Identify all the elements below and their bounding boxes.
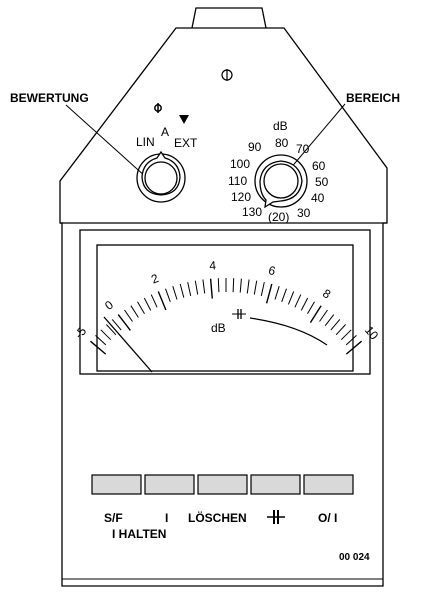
button-label-power: O/ I xyxy=(318,511,337,525)
weighting-a-label: A xyxy=(161,125,169,139)
range-value-110: 110 xyxy=(228,174,247,188)
meter-tick xyxy=(194,280,199,295)
range-knob[interactable] xyxy=(254,154,308,209)
callout-bereich: BEREICH xyxy=(346,91,400,105)
meter-ticks xyxy=(89,278,363,355)
meter-tick xyxy=(157,291,167,311)
meter-tick xyxy=(89,340,107,355)
meter-tick xyxy=(307,301,315,315)
meter-tick xyxy=(281,288,287,302)
meter-tick xyxy=(246,279,250,294)
meter-tick xyxy=(319,309,328,322)
button-power[interactable] xyxy=(303,474,354,495)
phi-marker-icon xyxy=(154,103,162,113)
weighting-knob[interactable] xyxy=(136,150,186,203)
range-value-100: 100 xyxy=(230,157,250,171)
meter-tick xyxy=(274,286,280,300)
meter-needle xyxy=(103,316,153,373)
meter-unit-label: dB xyxy=(211,321,226,335)
button-label-loeschen: LÖSCHEN xyxy=(188,510,247,525)
button-label-i: I xyxy=(165,511,168,525)
meter-tick xyxy=(202,279,206,294)
meter-tick xyxy=(117,314,131,331)
meter-tick xyxy=(179,283,185,298)
meter-tick xyxy=(187,282,192,297)
callout-bewertung-leader xyxy=(65,104,147,178)
range-value-90: 90 xyxy=(248,140,262,154)
meter-tick xyxy=(265,283,273,304)
meter-tick xyxy=(106,324,117,336)
range-value-130: 130 xyxy=(242,205,262,219)
meter-tick xyxy=(287,291,295,305)
capacitor-icon xyxy=(232,309,246,319)
meter-tick xyxy=(232,278,235,293)
range-value-30: 30 xyxy=(297,206,311,220)
meter-tick xyxy=(100,329,112,341)
meter-tick xyxy=(111,319,122,331)
meter-tick xyxy=(124,309,133,322)
range-value-50: 50 xyxy=(315,175,329,189)
meter-tick xyxy=(150,294,158,308)
button-label-halten: I HALTEN xyxy=(112,527,166,541)
meter-tick xyxy=(345,340,363,355)
meter-tick xyxy=(309,305,322,323)
range-value-40: 40 xyxy=(311,191,325,205)
meter-tick xyxy=(330,319,341,331)
meter-tick xyxy=(300,297,309,311)
callout-bereich-leader xyxy=(283,103,346,177)
button-label-capacitor-icon xyxy=(267,510,285,524)
button-s-f[interactable] xyxy=(91,474,142,495)
meter-scale-label: 6 xyxy=(267,263,277,278)
range-value-80: 80 xyxy=(275,136,289,150)
meter-arc xyxy=(249,317,328,346)
meter-scale-label: 2 xyxy=(149,271,161,287)
weighting-ext-label: EXT xyxy=(174,136,198,150)
meter-tick xyxy=(340,329,352,341)
meter-tick xyxy=(137,301,145,315)
meter-scale-label: 4 xyxy=(209,258,217,272)
weighting-lin-label: LIN xyxy=(136,135,155,149)
meter-tick xyxy=(345,335,357,346)
range-value-120: 120 xyxy=(231,190,251,204)
range-value-70: 70 xyxy=(296,142,310,156)
range-value-20: (20) xyxy=(268,210,289,224)
callout-bewertung: BEWERTUNG xyxy=(10,91,89,105)
meter-tick xyxy=(253,280,258,295)
range-value-60: 60 xyxy=(312,159,326,173)
range-unit-label: dB xyxy=(273,119,288,133)
button-label-s-f: S/F xyxy=(104,511,123,525)
top-connector xyxy=(191,7,267,29)
meter-tick xyxy=(143,297,152,311)
meter-tick xyxy=(335,324,346,336)
button-loeschen[interactable] xyxy=(197,474,248,495)
meter-tick xyxy=(172,286,178,300)
meter-tick xyxy=(239,278,242,293)
meter-tick xyxy=(165,288,171,302)
figure-number: 00 024 xyxy=(339,552,370,563)
triangle-marker-icon xyxy=(179,115,189,124)
meter-tick xyxy=(95,335,107,346)
screw-icon xyxy=(221,69,233,81)
meter-tick xyxy=(217,278,220,293)
meter-tick xyxy=(209,278,213,299)
meter-tick xyxy=(260,282,265,297)
meter-tick xyxy=(324,314,335,327)
button-capacitor[interactable] xyxy=(250,474,301,495)
meter-tick xyxy=(294,294,302,308)
button-halten[interactable] xyxy=(144,474,195,495)
meter-tick xyxy=(130,305,139,318)
